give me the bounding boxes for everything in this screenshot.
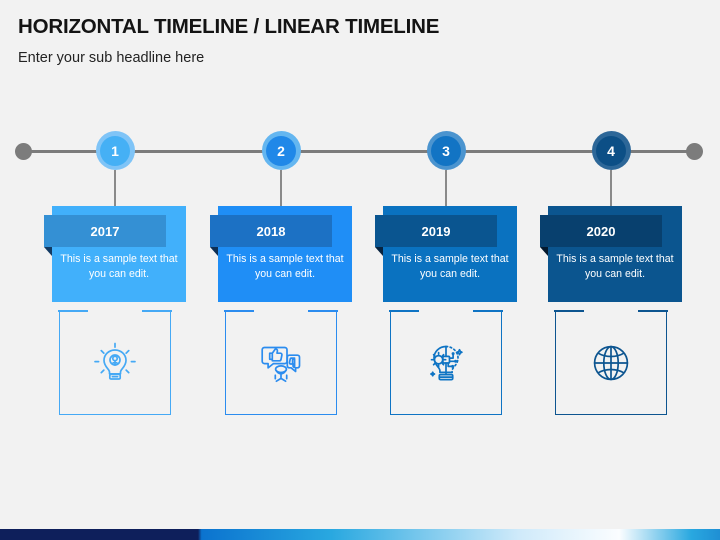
card-year-label: 2020 <box>586 223 616 239</box>
timeline-end-dot <box>686 143 703 160</box>
timeline-connector-3 <box>445 170 447 212</box>
timeline-connector-2 <box>280 170 282 212</box>
timeline-node-2[interactable]: 2 <box>261 131 301 170</box>
card-year-ribbon: 2020 <box>540 215 662 247</box>
timeline-node-1[interactable]: 1 <box>95 131 135 170</box>
icon-frame-2019[interactable] <box>389 310 503 415</box>
timeline-node-3[interactable]: 3 <box>426 131 466 170</box>
frame-top-left-segment <box>224 310 255 312</box>
card-description: This is a sample text that you can edit. <box>60 253 178 281</box>
card-year-label: 2018 <box>256 223 286 239</box>
frame-top-right-segment <box>637 310 668 312</box>
timeline-node-number: 4 <box>596 135 626 166</box>
card-year-ribbon: 2018 <box>210 215 332 247</box>
card-year-label: 2017 <box>90 223 120 239</box>
frame-top-right-segment <box>472 310 503 312</box>
frame-border <box>554 310 668 415</box>
frame-border <box>389 310 503 415</box>
ribbon-fold <box>210 247 218 256</box>
timeline-node-4[interactable]: 4 <box>591 131 631 170</box>
card-year-label: 2019 <box>421 223 451 239</box>
frame-top-right-segment <box>307 310 338 312</box>
icon-frame-2018[interactable] <box>224 310 338 415</box>
ribbon-fold <box>44 247 52 256</box>
icon-frame-2020[interactable] <box>554 310 668 415</box>
timeline-node-number: 2 <box>266 135 296 166</box>
feedback-review-icon <box>225 311 337 415</box>
card-description: This is a sample text that you can edit. <box>391 253 509 281</box>
timeline-node-number: 3 <box>431 135 461 166</box>
bottom-accent-bar <box>0 529 720 540</box>
card-year-ribbon: 2017 <box>44 215 166 247</box>
timeline-start-dot <box>15 143 32 160</box>
card-description: This is a sample text that you can edit. <box>556 253 674 281</box>
timeline-connector-4 <box>610 170 612 212</box>
ribbon-fold <box>540 247 548 256</box>
frame-border <box>58 310 172 415</box>
page-subtitle: Enter your sub headline here <box>18 50 205 66</box>
frame-top-left-segment <box>554 310 585 312</box>
timeline-connector-1 <box>114 170 116 212</box>
lightbulb-idea-icon <box>59 311 171 415</box>
card-year-ribbon: 2019 <box>375 215 497 247</box>
timeline-axis <box>26 150 694 153</box>
frame-top-left-segment <box>58 310 89 312</box>
tech-bulb-circuit-icon <box>390 311 502 415</box>
card-description: This is a sample text that you can edit. <box>226 253 344 281</box>
globe-icon <box>555 311 667 415</box>
page-title: HORIZONTAL TIMELINE / LINEAR TIMELINE <box>18 15 440 38</box>
frame-top-right-segment <box>141 310 172 312</box>
icon-frame-2017[interactable] <box>58 310 172 415</box>
frame-border <box>224 310 338 415</box>
timeline-node-number: 1 <box>100 135 130 166</box>
frame-top-left-segment <box>389 310 420 312</box>
ribbon-fold <box>375 247 383 256</box>
